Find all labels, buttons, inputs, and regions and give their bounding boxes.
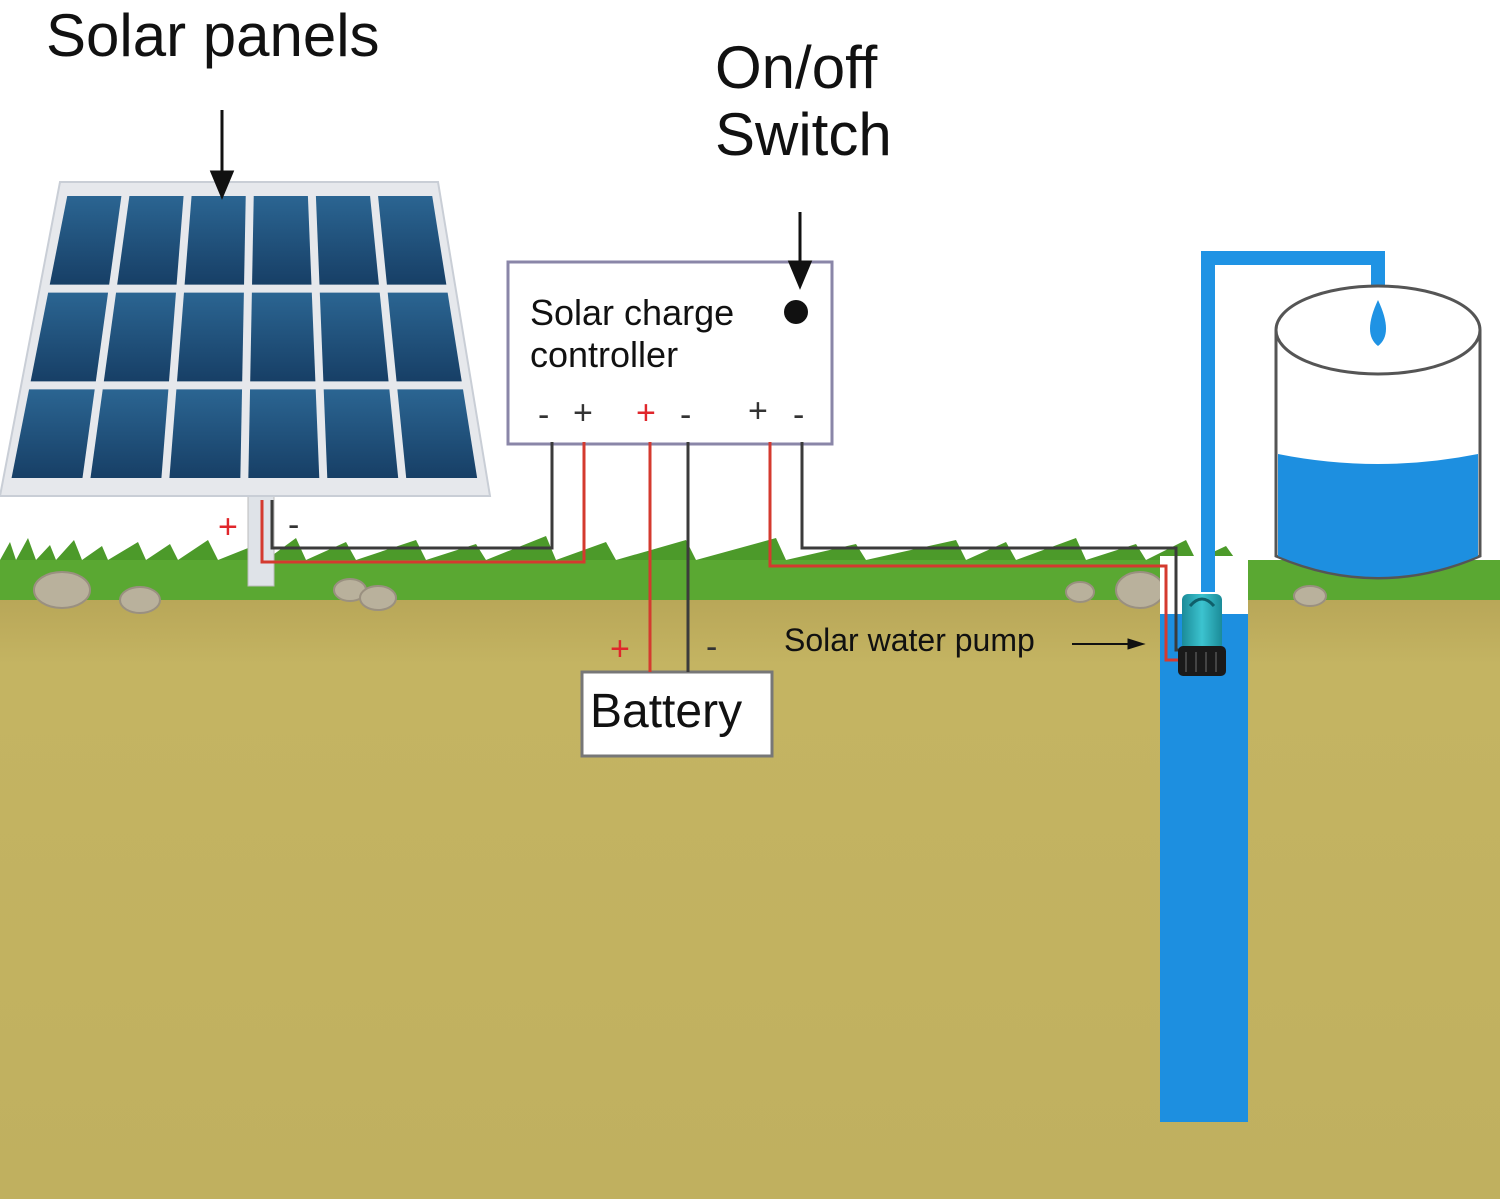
battery-label: Battery [590,685,743,738]
water-pipe [1201,251,1385,592]
panel-arrow-head [209,170,235,200]
controller-label: Solar charge controller [530,292,734,376]
panel-cell [184,196,246,285]
pump-arrow-head [1127,638,1146,650]
ctrl-panel-pos-sign: + [573,394,593,432]
panel-cell [177,292,244,382]
panel-cell [378,196,447,285]
panel-cell [117,196,184,285]
panel-neg-sign: - [288,506,300,544]
panel-cell [103,292,176,382]
panel-neg-wire [270,442,554,550]
panel-cell [11,389,95,478]
panel-cell [30,292,109,382]
ctrl-batt-pos-sign: + [636,394,656,432]
panel-cell [90,389,169,478]
water-drop [1370,300,1386,346]
grass-strip [0,560,1500,600]
stones [33,571,1327,614]
switch-title-line1: On/off [715,34,878,101]
ctrl-batt-neg-sign: - [680,396,692,434]
switch-button[interactable] [784,300,808,324]
controller-label-line2: controller [530,334,679,376]
grass-blades [0,536,1236,560]
pump-label: Solar water pump [784,622,1035,658]
switch-title: On/off Switch [715,34,892,168]
panel-cells [11,196,478,478]
panel-cell [323,389,399,478]
water-tank [1274,284,1482,580]
panel-cell [49,196,122,285]
ctrl-load-neg-sign: - [793,396,805,434]
panel-cell [252,196,312,285]
solar-panels-title: Solar panels [46,2,380,69]
panel-pos-sign: + [218,508,238,546]
controller-box [506,260,834,446]
panel-cell [248,389,320,478]
load-pos-wire [768,442,1180,662]
switch-title-line2: Switch [715,101,892,169]
panel-cell [169,389,243,478]
battery-neg-sign: - [706,628,718,666]
well-shaft [1160,614,1248,1122]
panel-cell [397,389,478,478]
battery-box [580,670,774,758]
solar-panel [0,181,492,587]
panel-cell [250,292,316,382]
controller-label-line1: Solar charge [530,292,735,333]
panel-pos-wire [260,442,586,564]
panel-cell [315,196,379,285]
battery-pos-sign: + [610,630,630,668]
ctrl-load-pos-sign: + [748,392,768,430]
panel-cell [387,292,462,382]
water-pump [1178,594,1226,676]
ctrl-panel-neg-sign: - [538,396,550,434]
pointer-arrows [209,110,1146,650]
panel-cell [319,292,389,382]
switch-arrow-head [787,260,813,290]
